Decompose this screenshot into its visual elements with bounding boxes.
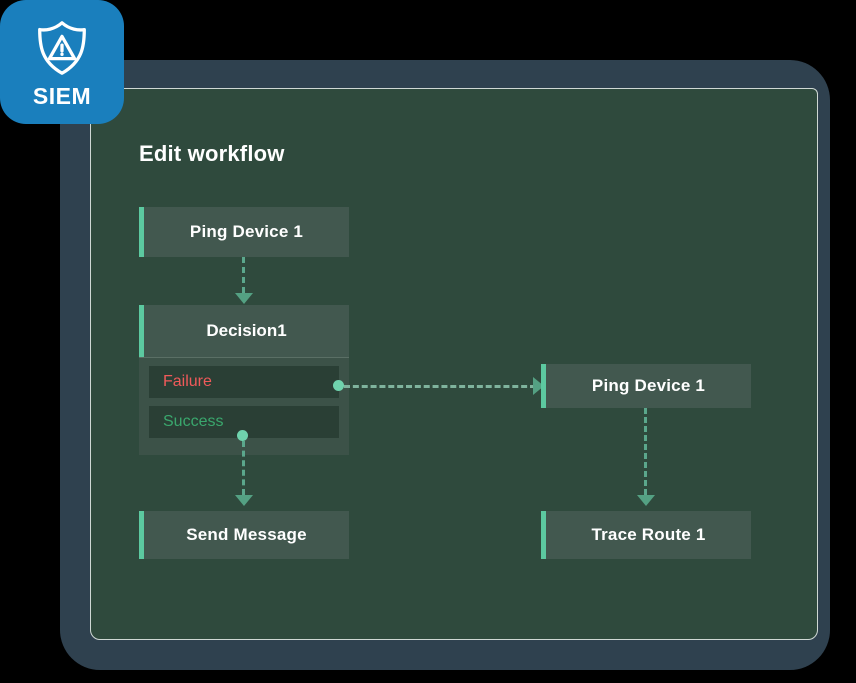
node-accent-bar	[139, 305, 144, 357]
node-accent-bar	[139, 511, 144, 559]
decision-header[interactable]: Decision1	[139, 305, 349, 358]
node-label: Send Message	[186, 525, 307, 544]
workflow-panel: Edit workflow Ping Device 1 Decision1 Fa…	[90, 88, 818, 640]
node-label: Ping Device 1	[591, 376, 706, 395]
connector-arrowhead	[235, 293, 253, 304]
node-accent-bar	[541, 364, 546, 408]
workflow-node-trace-route-1[interactable]: Trace Route 1	[541, 511, 751, 559]
node-label: Decision1	[206, 321, 287, 340]
connector-source-dot[interactable]	[237, 430, 248, 441]
workflow-canvas[interactable]: Ping Device 1 Decision1 Failure Success	[91, 89, 817, 639]
siem-badge[interactable]: SIEM	[0, 0, 124, 124]
connector-line	[242, 257, 245, 293]
decision-branch-failure[interactable]: Failure	[149, 366, 339, 398]
node-label: Trace Route 1	[591, 525, 706, 544]
page-title: Edit workflow	[139, 141, 285, 166]
connector-source-dot[interactable]	[333, 380, 344, 391]
node-label: Ping Device 1	[189, 222, 304, 241]
connector-line	[242, 441, 245, 495]
node-accent-bar	[541, 511, 546, 559]
workflow-node-ping-device-1-left[interactable]: Ping Device 1	[139, 207, 349, 257]
connector-line	[644, 408, 647, 495]
connector-arrowhead	[637, 495, 655, 506]
shield-warning-icon	[31, 17, 93, 79]
workflow-node-send-message[interactable]: Send Message	[139, 511, 349, 559]
connector-line	[344, 385, 536, 388]
connector-arrowhead	[533, 377, 544, 395]
connector-arrowhead	[235, 495, 253, 506]
node-accent-bar	[139, 207, 144, 257]
workflow-node-ping-device-1-right[interactable]: Ping Device 1	[541, 364, 751, 408]
siem-badge-label: SIEM	[32, 82, 92, 109]
